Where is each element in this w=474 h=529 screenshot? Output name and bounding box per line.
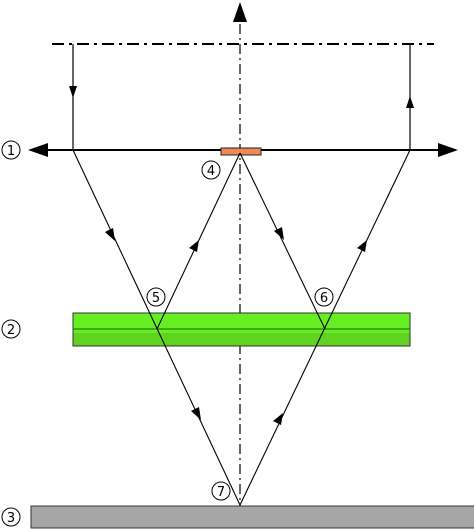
marker-7-label: 7 — [217, 485, 225, 500]
ray-right-inner — [239, 152, 326, 330]
marker-2: 2 — [1, 319, 21, 339]
ray-right-outer — [239, 149, 411, 506]
marker-6-label: 6 — [320, 291, 328, 306]
ray-arrow-3 — [189, 240, 199, 252]
ray-arrow-1 — [105, 228, 115, 241]
substrate-plate — [30, 505, 474, 529]
ray-arrow-5 — [357, 240, 367, 252]
marker-1-label: 1 — [7, 144, 15, 159]
marker-5-label: 5 — [152, 291, 160, 306]
ray-arrow-2 — [191, 407, 201, 420]
marker-5: 5 — [146, 287, 166, 307]
marker-3-label: 3 — [7, 511, 15, 526]
marker-7: 7 — [211, 481, 231, 501]
ray-arrows — [105, 227, 367, 425]
marker-4: 4 — [201, 160, 221, 180]
marker-1: 1 — [1, 140, 21, 160]
horizontal-axis-left-arrowhead — [28, 143, 48, 157]
grating-plate-lower-shade — [73, 333, 410, 346]
horizontal-axis-right-arrowhead — [438, 143, 458, 157]
ray-arrow-6 — [273, 413, 283, 425]
marker-3: 3 — [1, 507, 21, 527]
left-return-arrow — [69, 86, 77, 98]
marker-4-label: 4 — [207, 164, 215, 179]
optical-axis-arrowhead — [233, 2, 247, 22]
marker-6: 6 — [314, 287, 334, 307]
right-return-arrow — [406, 96, 414, 108]
marker-2-label: 2 — [7, 323, 15, 338]
ray-left-outer — [72, 149, 241, 506]
ray-arrow-4 — [274, 227, 284, 240]
